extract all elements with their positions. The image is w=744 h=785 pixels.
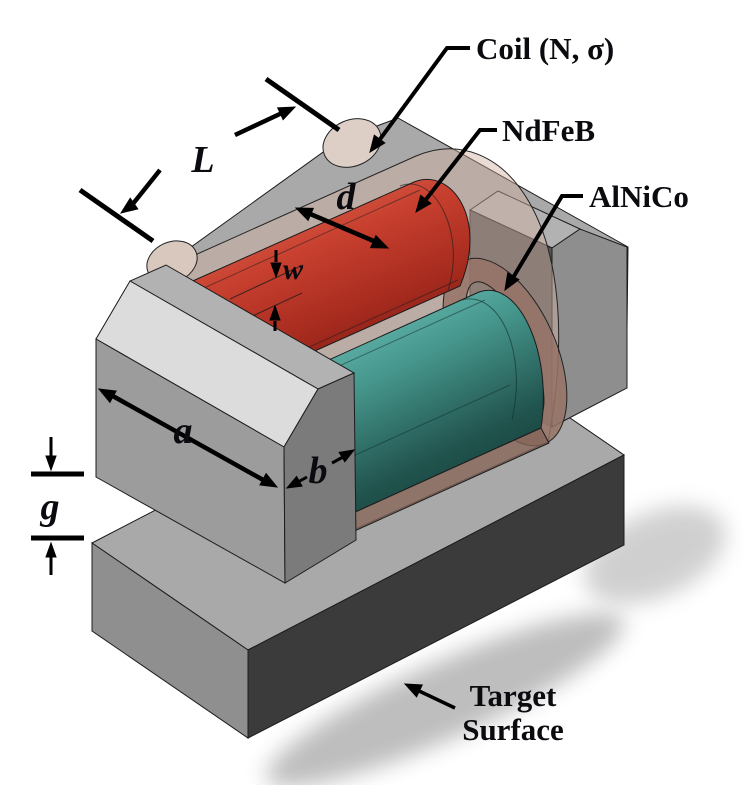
dim-L-tick-lower	[78, 187, 155, 244]
dim-d-shaft	[307, 210, 377, 245]
ndfeb-contour-line-1	[192, 189, 421, 294]
dim-g-arrowhead-lower	[45, 541, 57, 558]
dimension-annotations	[31, 76, 390, 575]
leader-ndfeb-arrowhead	[415, 194, 432, 214]
dim-b-arrowhead-right	[338, 449, 356, 463]
dim-L-arrowhead-upper	[276, 106, 297, 121]
dim-g-letter: g	[40, 486, 60, 528]
alnico-endcap-edge	[461, 298, 517, 421]
dim-w	[269, 250, 282, 331]
leader-coil	[369, 46, 470, 154]
dim-L-arrow-lower-shaft	[130, 168, 162, 207]
leader-coil-arrowhead	[369, 134, 386, 154]
target-surface-label-line2: Surface	[462, 712, 564, 747]
dim-w-arrowhead-upper	[270, 262, 282, 279]
dim-w-letter: w	[283, 253, 304, 286]
leader-ndfeb-line	[422, 128, 497, 204]
leader-target-line	[416, 688, 456, 710]
dim-a-arrowhead-left	[97, 388, 117, 404]
dim-g	[31, 437, 84, 575]
dim-a-letter: a	[174, 410, 193, 452]
left-pole	[95, 264, 357, 584]
dim-L	[78, 76, 341, 244]
dim-d-arrowhead-left	[294, 207, 315, 222]
dim-L-arrowhead-lower	[119, 197, 139, 214]
dim-b-letter: b	[309, 450, 328, 492]
dim-d	[294, 207, 390, 249]
leader-alnico-arrowhead	[504, 272, 520, 292]
leader-alnico-line	[509, 194, 583, 283]
dim-a	[97, 388, 279, 488]
ndfeb-label: NdFeB	[502, 113, 595, 148]
dim-w-arrowhead-lower	[269, 304, 281, 321]
leader-alnico	[504, 194, 583, 292]
dim-b-arrow-right-shaft	[331, 455, 344, 465]
alnico-label: AlNiCo	[589, 179, 689, 214]
dim-g-arrowhead-upper	[45, 455, 57, 472]
dim-L-arrow-upper-shaft	[234, 110, 283, 138]
callout-leaders	[369, 46, 583, 710]
slab-front-dark-face	[247, 454, 625, 739]
leader-ndfeb	[415, 128, 497, 214]
dim-b	[285, 449, 356, 489]
dim-a-arrowhead-right	[259, 472, 279, 488]
dim-b-arrowhead-left	[285, 475, 303, 489]
leader-target-arrowhead	[403, 683, 423, 698]
leader-target	[403, 683, 456, 710]
leader-coil-line	[376, 46, 470, 144]
coil-label: Coil (N, σ)	[476, 31, 614, 66]
dim-L-letter: L	[190, 139, 214, 181]
shadow-under-slab	[266, 613, 624, 785]
ndfeb-endcap-edge	[399, 183, 454, 291]
dim-d-letter: d	[337, 176, 357, 218]
target-surface-label-line1: Target	[470, 678, 557, 713]
labels: Coil (N, σ) NdFeB AlNiCo Target Surface …	[40, 31, 689, 747]
left-pole-side-face	[283, 372, 357, 584]
dim-a-shaft	[109, 393, 267, 483]
dim-L-tick-upper	[264, 76, 341, 133]
dim-d-arrowhead-right	[369, 234, 390, 249]
